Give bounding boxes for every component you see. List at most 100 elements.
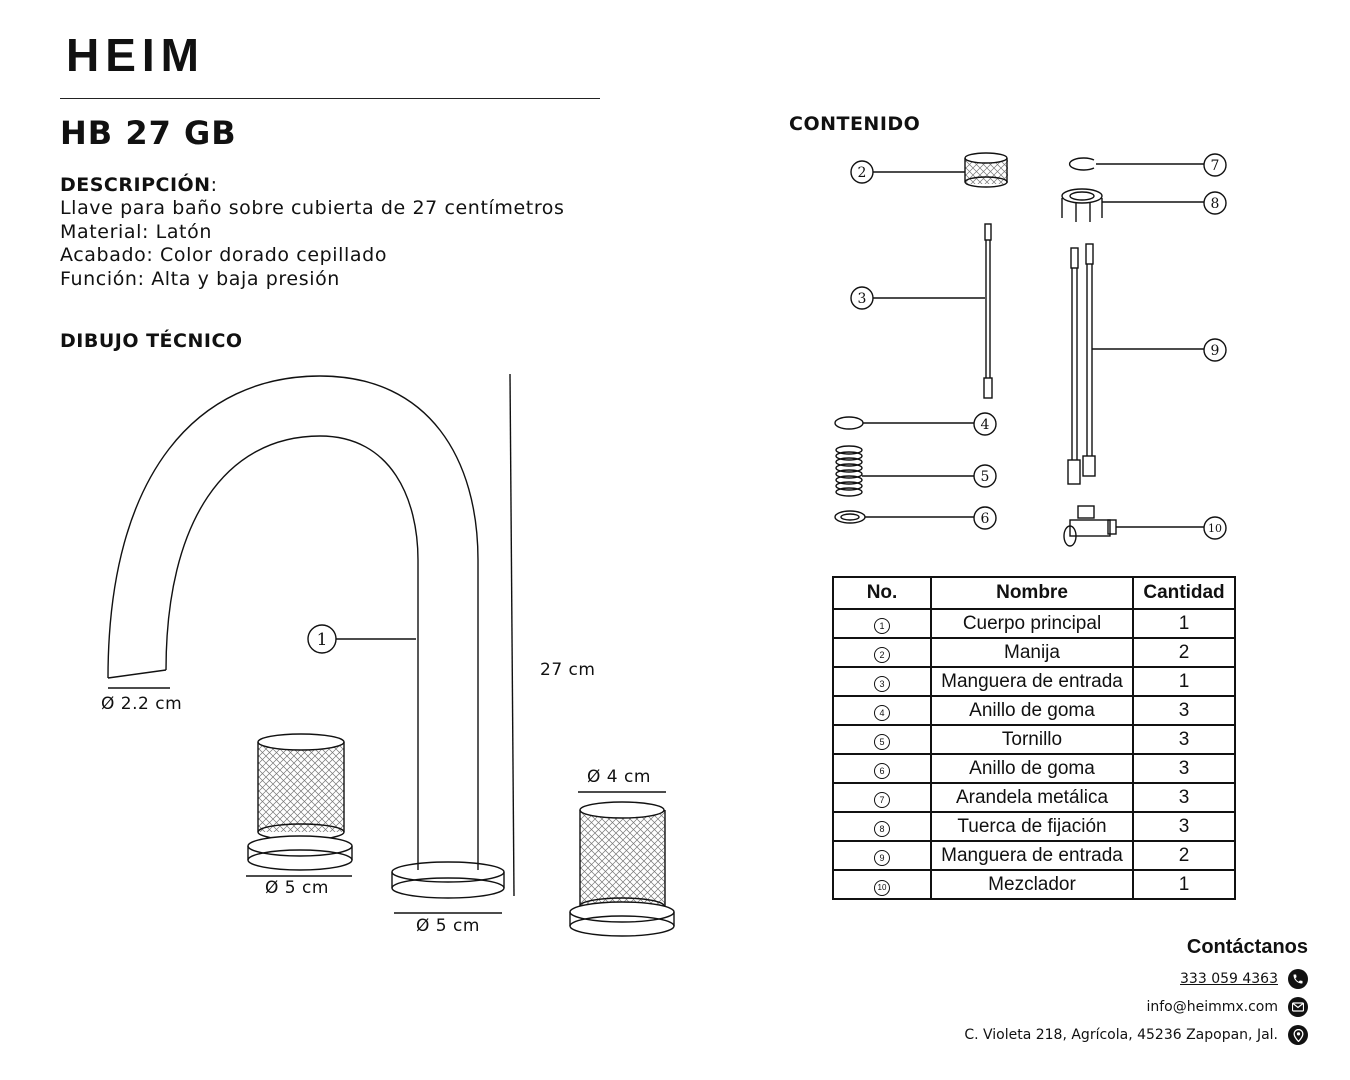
callout-5	[973, 464, 997, 488]
row-quantity-cell: 2	[1132, 637, 1236, 668]
row-name-cell: Manguera de entrada	[930, 840, 1134, 871]
height-dimension-line	[509, 373, 515, 897]
row-name-cell: Tuerca de fijación	[930, 811, 1134, 842]
row-name-cell: Tornillo	[930, 724, 1134, 755]
column-header-name: Nombre	[930, 576, 1134, 610]
part-screw-drawing	[835, 445, 863, 497]
row-name-cell: Mezclador	[930, 869, 1134, 900]
callout-8	[1203, 191, 1227, 215]
callout-9-number: 9	[1211, 343, 1220, 359]
column-header-quantity: Cantidad	[1132, 576, 1236, 610]
spout-base-label: Ø 5 cm	[416, 916, 480, 936]
svg-text:HEIM: HEIM	[66, 30, 205, 76]
technical-drawing-heading: DIBUJO TÉCNICO	[60, 330, 243, 352]
row-name-cell: Arandela metálica	[930, 782, 1134, 813]
row-quantity-cell: 3	[1132, 724, 1236, 755]
row-quantity-cell: 2	[1132, 840, 1236, 871]
callout-5-number: 5	[981, 469, 990, 485]
row-number-cell: 8	[832, 811, 932, 842]
row-quantity-cell: 1	[1132, 666, 1236, 697]
row-name-cell: Anillo de goma	[930, 753, 1134, 784]
callout-1	[307, 624, 416, 654]
address-text: C. Violeta 218, Agrícola, 45236 Zapopan,…	[964, 1027, 1278, 1043]
callout-4-number: 4	[981, 417, 990, 433]
row-number-cell: 1	[832, 608, 932, 639]
faucet-body-drawing	[107, 375, 505, 899]
description-line: Función: Alta y baja presión	[60, 267, 340, 290]
description-line: Llave para baño sobre cubierta de 27 cen…	[60, 197, 565, 219]
contact-heading: Contáctanos	[1186, 936, 1308, 958]
contact-email: info@heimmx.com	[1146, 996, 1308, 1018]
callout-1-number: 1	[317, 630, 328, 650]
right-handle-top-label: Ø 4 cm	[587, 767, 651, 787]
description-line: Acabado: Color dorado cepillado	[60, 244, 388, 266]
callout-6-number: 6	[981, 511, 990, 527]
column-header-no: No.	[832, 576, 932, 610]
contents-heading: CONTENIDO	[789, 113, 921, 135]
row-quantity-cell: 1	[1132, 869, 1236, 900]
description-heading: DESCRIPCIÓN:	[60, 174, 218, 196]
part-hose-drawing	[983, 223, 993, 399]
row-name-cell: Manguera de entrada	[930, 666, 1134, 697]
height-label: 27 cm	[540, 660, 596, 680]
row-number-cell: 10	[832, 869, 932, 900]
contact-phone: 333 059 4363	[1180, 968, 1308, 990]
phone-link[interactable]: 333 059 4363	[1180, 971, 1278, 987]
callout-4	[973, 412, 997, 436]
row-number-cell: 5	[832, 724, 932, 755]
row-number-cell: 4	[832, 695, 932, 726]
callout-7	[1203, 153, 1227, 177]
callout-2-number: 2	[858, 165, 867, 181]
callout-9	[1203, 338, 1227, 362]
row-number-cell: 6	[832, 753, 932, 784]
model-title: HB 27 GB	[60, 114, 237, 152]
part-handle-drawing	[964, 152, 1008, 188]
row-quantity-cell: 3	[1132, 782, 1236, 813]
part-mixer-drawing	[1063, 505, 1117, 547]
row-name-cell: Cuerpo principal	[930, 608, 1134, 639]
left-handle-base-label: Ø 5 cm	[265, 878, 329, 898]
row-name-cell: Manija	[930, 637, 1134, 668]
row-number-cell: 7	[832, 782, 932, 813]
mail-icon	[1288, 997, 1308, 1017]
row-quantity-cell: 3	[1132, 811, 1236, 842]
callout-6	[973, 506, 997, 530]
email-link[interactable]: info@heimmx.com	[1146, 999, 1278, 1015]
row-quantity-cell: 3	[1132, 753, 1236, 784]
callout-3-number: 3	[858, 291, 867, 307]
part-washer-drawing	[1068, 157, 1095, 171]
part-rubber-ring-2-drawing	[834, 510, 866, 524]
callout-10-number: 10	[1208, 522, 1222, 535]
description-text: Llave para baño sobre cubierta de 27 cen…	[60, 197, 565, 291]
row-number-cell: 9	[832, 840, 932, 871]
callout-10	[1203, 516, 1227, 540]
right-handle-drawing	[569, 801, 675, 937]
table-header-row: No. Nombre Cantidad	[832, 576, 1236, 610]
row-number-cell: 3	[832, 666, 932, 697]
location-pin-icon	[1288, 1025, 1308, 1045]
row-quantity-cell: 3	[1132, 695, 1236, 726]
row-number-cell: 2	[832, 637, 932, 668]
callout-8-number: 8	[1211, 196, 1220, 212]
part-rubber-ring-drawing	[834, 416, 864, 430]
part-hoses-drawing	[1067, 243, 1096, 485]
spout-diameter-label: Ø 2.2 cm	[101, 694, 183, 714]
row-quantity-cell: 1	[1132, 608, 1236, 639]
description-line: Material: Latón	[60, 220, 212, 243]
phone-icon	[1288, 969, 1308, 989]
contact-address: C. Violeta 218, Agrícola, 45236 Zapopan,…	[964, 1024, 1308, 1046]
heim-logo: HEIM	[66, 30, 205, 76]
callout-7-number: 7	[1211, 158, 1220, 174]
